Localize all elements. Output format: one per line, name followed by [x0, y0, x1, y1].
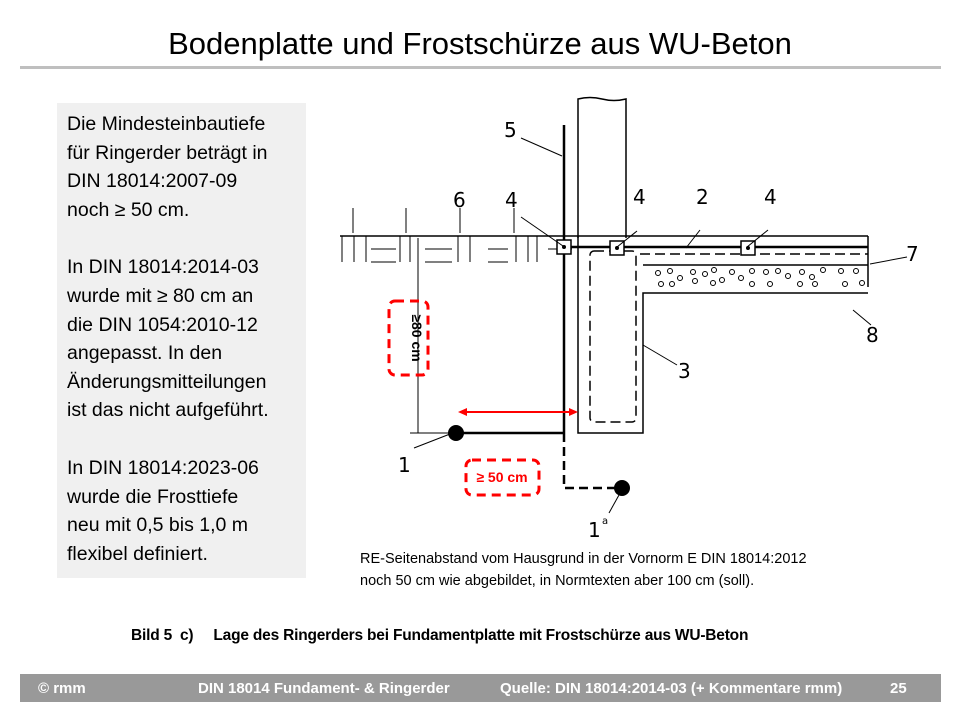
caption-part: c) — [180, 627, 194, 644]
footer-topic: DIN 18014 Fundament- & Ringerder — [198, 680, 450, 697]
info-box: Die Mindesteinbautiefe für Ringerder bet… — [57, 103, 306, 578]
leader-lines — [413, 137, 908, 514]
label-8: 8 — [866, 323, 879, 347]
info-paragraph: In DIN 18014:2023-06 wurde die Frosttief… — [67, 456, 259, 565]
caption-figure-number: Bild 5 — [131, 627, 173, 644]
depth-annotation-box — [387, 299, 430, 377]
depth-annotation: ≥80 cm — [409, 314, 425, 361]
alt-ring-earth-electrode — [614, 480, 630, 496]
distance-annotation-box — [464, 458, 541, 497]
footer-bar: © rmm DIN 18014 Fundament- & Ringerder Q… — [20, 674, 941, 702]
ground-hatching — [341, 208, 572, 263]
title-divider — [20, 66, 941, 69]
label-1a: 1 — [588, 518, 601, 542]
side-distance-note: RE-Seitenabstand vom Hausgrund in der Vo… — [360, 551, 807, 589]
frost-skirt-outline — [577, 236, 868, 434]
diagram-labels: 5 6 4 4 2 4 7 8 3 1 1 a — [398, 118, 919, 542]
gravel-layer — [655, 267, 865, 287]
label-4: 4 — [505, 188, 518, 212]
info-paragraph: Die Mindesteinbautiefe für Ringerder bet… — [67, 113, 268, 221]
footer-page-number: 25 — [890, 680, 907, 697]
slide-title: Bodenplatte und Frostschürze aus WU-Beto… — [168, 26, 792, 61]
label-7: 7 — [906, 242, 919, 266]
footer-copyright: © rmm — [38, 680, 86, 697]
label-4: 4 — [764, 185, 777, 209]
figure-caption: Bild 5 c) Lage des Ringerders bei Fundamen… — [131, 627, 748, 645]
footer-source: Quelle: DIN 18014:2014-03 (+ Kommentare … — [500, 680, 843, 697]
distance-annotation: ≥ 50 cm — [476, 469, 527, 485]
alt-ring-conductor — [562, 433, 622, 490]
label-2: 2 — [696, 185, 709, 209]
label-3: 3 — [678, 359, 691, 383]
label-4: 4 — [633, 185, 646, 209]
label-1a-superscript: a — [602, 516, 608, 527]
wall — [577, 96, 627, 238]
label-5: 5 — [504, 118, 517, 142]
ring-earth-electrode — [448, 425, 464, 441]
skirt-reinforcement — [589, 250, 637, 423]
distance-arrow — [458, 408, 578, 416]
label-6: 6 — [453, 188, 466, 212]
caption-text: Lage des Ringerders bei Fundamentplatte … — [213, 627, 749, 644]
label-1: 1 — [398, 453, 411, 477]
info-paragraph: In DIN 18014:2014-03 wurde mit ≥ 80 cm a… — [67, 256, 269, 422]
